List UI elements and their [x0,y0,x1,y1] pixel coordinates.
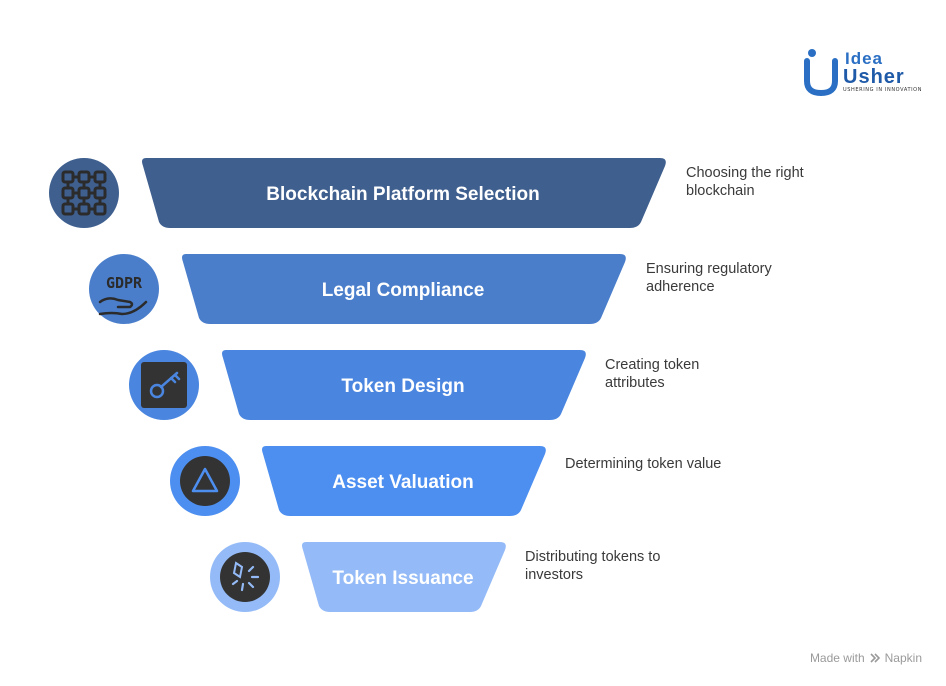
funnel-band-5 [302,542,506,612]
funnel-stage-3: Token Design [129,350,586,420]
stage-description-4: Determining token value [565,456,722,472]
logo-word-idea: Idea [845,49,884,68]
made-with-text: Made with [809,651,865,665]
funnel-band-4 [262,446,546,516]
blockchain-network-icon [61,170,107,216]
token-spark-icon [220,552,270,602]
stage-description-5: Distributing tokens to investors [525,549,661,583]
logo-tagline: USHERING IN INNOVATION [843,87,923,93]
stage-label-5: Token Issuance [332,568,473,589]
napkin-logo-icon [870,653,880,663]
logo-word-usher: Usher [843,66,905,88]
stage-description-3: Creating token attributes [605,357,700,391]
funnel-band-2 [182,254,626,324]
funnel-stage-5: Token Issuance [210,542,506,612]
stage-description-1: Choosing the right blockchain [686,165,804,199]
stage-label-2: Legal Compliance [322,280,485,301]
logo-u-mark-icon [804,49,838,97]
funnel-stage-2: Legal Compliance GDPR [89,254,626,324]
stage-icon-circle-1 [49,158,119,228]
funnel-band-3 [222,350,586,420]
key-icon [141,362,187,408]
napkin-credit: Made with Napkin [810,651,922,665]
triangle-icon [180,456,230,506]
stage-description-2: Ensuring regulatory adherence [646,261,772,295]
funnel-stage-4: Asset Valuation [170,446,546,516]
funnel-band-1 [142,158,666,228]
svg-text:GDPR: GDPR [106,274,143,292]
stage-label-1: Blockchain Platform Selection [266,184,539,205]
napkin-brand-text: Napkin [884,651,922,665]
stage-label-4: Asset Valuation [332,472,474,493]
idea-usher-logo: Idea Usher USHERING IN INNOVATION [803,47,927,99]
stage-label-3: Token Design [341,376,464,397]
funnel-stage-1: Blockchain Platform Selection [49,158,666,228]
gdpr-hand-icon: GDPR [98,274,148,316]
